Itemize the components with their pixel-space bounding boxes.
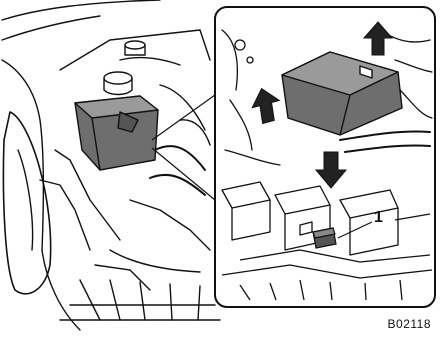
fuse-box-cover-main (75, 96, 158, 170)
figure-code: B02118 (388, 317, 431, 331)
callout-number: 1 (374, 209, 383, 226)
detail-inset: 1 (215, 7, 435, 307)
fuse-icon (313, 228, 336, 248)
